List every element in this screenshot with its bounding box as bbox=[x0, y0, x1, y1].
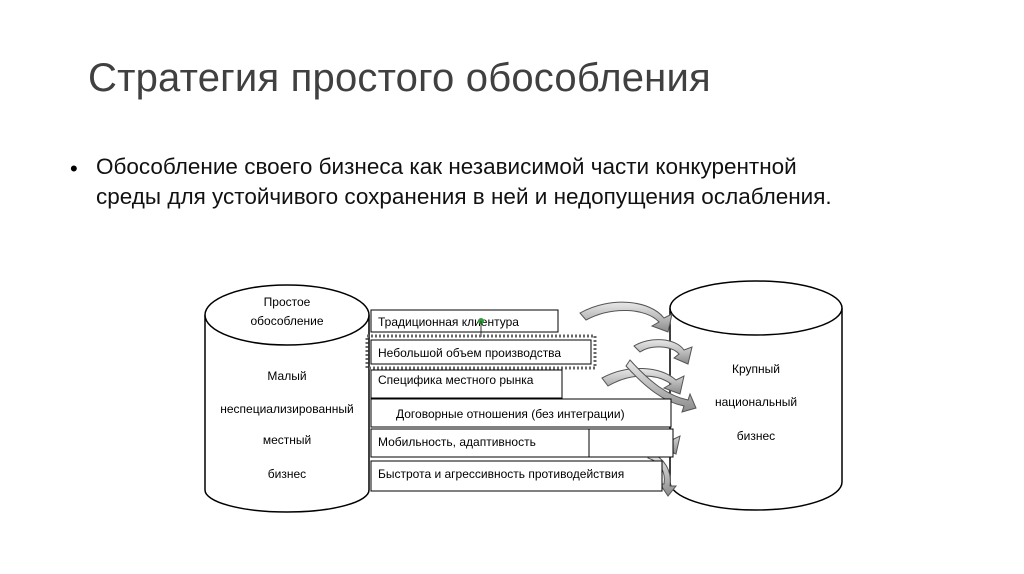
right-cylinder-body-line-3: бизнес bbox=[737, 429, 775, 443]
factor-label-6: Быстрота и агрессивность противодействия bbox=[378, 467, 624, 481]
factor-label-3: Специфика местного рынка bbox=[378, 373, 534, 387]
right-cylinder-body-line-1: Крупный bbox=[732, 362, 780, 376]
left-cylinder-body-line-1: Малый bbox=[267, 369, 306, 383]
right-cylinder: Крупный национальный бизнес bbox=[669, 280, 843, 511]
left-cylinder: Простое обособление Малый неспециализиро… bbox=[204, 284, 370, 513]
left-cylinder-body-line-3: местный bbox=[263, 433, 311, 447]
curved-arrows bbox=[579, 301, 697, 497]
factor-label-4: Договорные отношения (без интеграции) bbox=[396, 407, 625, 421]
factor-label-2: Небольшой объем производства bbox=[378, 346, 561, 360]
curved-arrow-1 bbox=[579, 301, 673, 333]
factor-box-1: Традиционная клиентура bbox=[370, 309, 559, 337]
curved-arrow-2 bbox=[633, 339, 693, 365]
factor-label-5: Мобильность, адаптивность bbox=[378, 435, 536, 449]
bullet-dot-icon: • bbox=[70, 156, 78, 181]
factor-box-2: Небольшой объем производства bbox=[365, 334, 597, 370]
right-cylinder-body-line-2: национальный bbox=[715, 395, 797, 409]
left-cylinder-top-line-1: Простое bbox=[264, 295, 311, 309]
slide-title: Стратегия простого обособления bbox=[88, 56, 711, 100]
factor-box-4: Договорные отношения (без интеграции) bbox=[370, 398, 672, 428]
curved-arrow-4 bbox=[625, 359, 697, 413]
left-cylinder-body-line-2: неспециализированный bbox=[220, 402, 353, 416]
left-cylinder-top-line-2: обособление bbox=[250, 314, 323, 328]
factor-box-5: Мобильность, адаптивность bbox=[370, 428, 674, 458]
factor-box-3: Специфика местного рынка bbox=[370, 369, 563, 399]
factor-boxes: Традиционная клиентура Небольшой объем п… bbox=[365, 309, 674, 492]
factor-box-6: Быстрота и агрессивность противодействия bbox=[370, 460, 663, 492]
left-cylinder-body-line-4: бизнес bbox=[268, 467, 306, 481]
factor-label-1: Традиционная клиентура bbox=[378, 315, 519, 329]
bullet-text: Обособление своего бизнеса как независим… bbox=[96, 154, 832, 209]
